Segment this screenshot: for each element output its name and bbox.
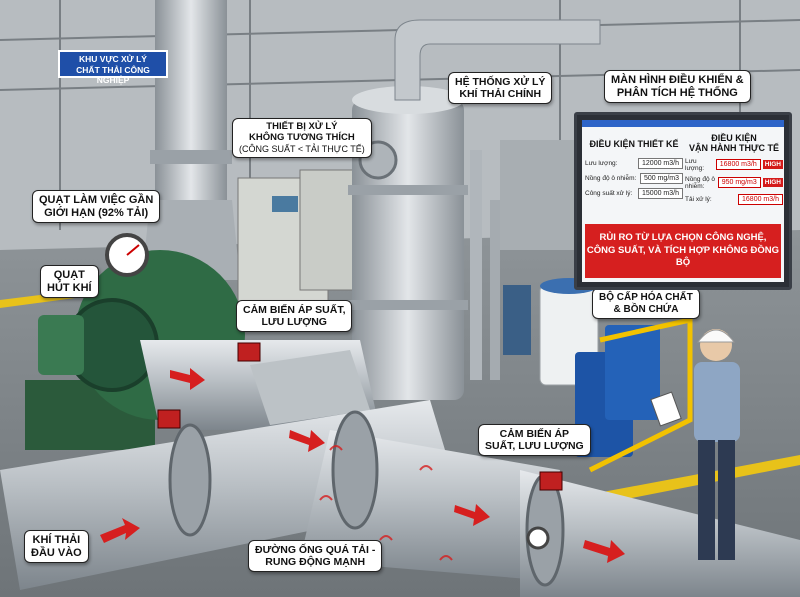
blue-drum [605, 325, 660, 420]
row-label: Nồng độ ô nhiễm: [585, 174, 637, 182]
actual-row: Tải xử lý: 16800 m3/h [685, 193, 783, 205]
label-line: CẢM BIẾN ÁP [499, 428, 570, 440]
row-label: Lưu lượng: [585, 159, 618, 167]
row-value: 15000 m3/h [638, 187, 683, 199]
label-line: QUẠT [53, 269, 85, 281]
label-sensor-1: CẢM BIẾN ÁP SUẤT, LƯU LƯỢNG [236, 300, 353, 333]
side-pipe [490, 200, 500, 380]
actual-title: ĐIỀU KIỆN VẬN HÀNH THỰC TẾ [685, 133, 783, 154]
flow-arrow [170, 368, 205, 390]
worker-figure [650, 329, 740, 560]
design-conditions-panel: ĐIỀU KIỆN THIẾT KẾ Lưu lượng: 12000 m3/h… [585, 134, 683, 203]
label-inlet: KHÍ THẢI ĐẦU VÀO [24, 530, 89, 564]
rear-equipment [500, 140, 580, 250]
label-overload-pipe: ĐƯỜNG ỐNG QUÁ TẢI - RUNG ĐỘNG MẠNH [248, 540, 383, 573]
flow-arrow [583, 540, 625, 563]
label-line: MÀN HÌNH ĐIỀU KHIỂN & [611, 74, 744, 86]
label-exhaust-fan: QUẠT HÚT KHÍ [40, 265, 99, 299]
row-value: 12000 m3/h [638, 157, 683, 169]
pipe-flange [331, 410, 379, 530]
label-sensor-2: CẢM BIẾN ÁP SUẤT, LƯU LƯỢNG [478, 424, 591, 457]
label-line: KHÍ THẢI [32, 534, 81, 546]
row-label: Lưu lượng: [685, 157, 705, 172]
label-fan-limit: QUẠT LÀM VIỆC GẦN GIỚI HẠN (92% TẢI) [32, 190, 161, 224]
zone-sign-line: CHẤT THẢI CÔNG NGHIỆP [76, 64, 150, 86]
tower-ring [348, 185, 468, 195]
row-label: Tải xử lý: [685, 195, 712, 203]
pipe-gauge [526, 526, 550, 550]
label-line: LƯU LƯỢNG [261, 316, 327, 329]
actual-title-line: ĐIỀU KIỆN [711, 133, 757, 143]
label-line: KHÍ THẢI CHÍNH [459, 88, 542, 101]
actual-title-line: VẬN HÀNH THỰC TẾ [689, 142, 779, 153]
design-row: Công suất xử lý: 15000 m3/h [585, 187, 683, 199]
risk-line: RỦI RO TỪ LỰA CHỌN CÔNG NGHỆ, [599, 231, 767, 243]
design-row: Lưu lượng: 12000 m3/h [585, 157, 683, 169]
high-badge: HIGH [762, 160, 783, 170]
design-title: ĐIỀU KIỆN THIẾT KẾ [589, 139, 679, 149]
gauge-needle [126, 244, 140, 256]
row-value: 16800 m3/h [715, 159, 761, 171]
duct-collar [150, 150, 232, 164]
outlet-pipe [520, 470, 800, 597]
safety-rail [588, 316, 693, 473]
label-line: ĐƯỜNG ỐNG QUÁ TẢI - [255, 544, 376, 556]
high-badge: HIGH [762, 178, 783, 188]
label-line: BỘ CẤP HÓA CHẤT [599, 292, 693, 303]
label-line: PHÂN TÍCH HỆ THỐNG [616, 86, 738, 99]
top-duct [394, 19, 601, 101]
label-chemical: BỘ CẤP HÓA CHẤT & BỒN CHỨA [592, 288, 700, 319]
label-line: KHÔNG TƯƠNG THÍCH [249, 131, 355, 143]
row-value: 950 mg/m3 [717, 177, 761, 189]
control-monitor: ĐIỀU KIỆN THIẾT KẾ Lưu lượng: 12000 m3/h… [574, 112, 792, 290]
side-pipe [470, 150, 482, 380]
row-label: Công suất xử lý: [585, 189, 633, 197]
label-line: ĐẦU VÀO [31, 546, 82, 559]
actual-conditions-panel: ĐIỀU KIỆN VẬN HÀNH THỰC TẾ Lưu lượng: 16… [685, 133, 783, 209]
zone-sign: KHU VỰC XỬ LÝ CHẤT THẢI CÔNG NGHIỆP [58, 50, 168, 85]
label-line: GIỚI HẠN (92% TẢI) [44, 206, 149, 219]
flow-arrows [100, 368, 625, 563]
flow-arrow [100, 518, 140, 543]
flow-arrow [454, 504, 490, 526]
label-monitor-title: MÀN HÌNH ĐIỀU KHIỂN & PHÂN TÍCH HỆ THỐNG [604, 70, 751, 104]
label-main-system: HỆ THỐNG XỬ LÝ KHÍ THẢI CHÍNH [448, 72, 553, 105]
monitor-screen: ĐIỀU KIỆN THIẾT KẾ Lưu lượng: 12000 m3/h… [582, 120, 784, 282]
pipe-to-tower [250, 350, 370, 425]
fan-motor [38, 315, 84, 375]
pipe-flange [168, 423, 212, 537]
flow-sensor [539, 471, 563, 491]
label-line: RUNG ĐỘNG MẠNH [265, 556, 366, 569]
dosing-pump [503, 285, 531, 355]
label-line: QUẠT LÀM VIỆC GẦN [39, 194, 154, 206]
flow-sensor [157, 409, 181, 429]
label-line: HÚT KHÍ [47, 281, 92, 294]
flow-sensor [237, 342, 261, 362]
label-line: THIẾT BỊ XỬ LÝ [266, 121, 338, 132]
risk-line: CÔNG SUẤT, VÀ TÍCH HỢP KHÔNG ĐỒNG BỘ [586, 244, 780, 269]
row-value: 500 mg/m3 [639, 172, 683, 184]
label-line: SUẤT, LƯU LƯỢNG [485, 440, 584, 453]
row-label: Nồng độ ô nhiễm: [685, 175, 715, 190]
label-line: CẢM BIẾN ÁP SUẤT, [243, 304, 346, 316]
cabinet-display [272, 196, 298, 212]
label-line: (CÔNG SUẤT < TẢI THỰC TẾ) [239, 143, 365, 154]
screen-titlebar [582, 120, 784, 127]
vibration-marks [319, 445, 453, 561]
label-line: & BỒN CHỨA [613, 303, 679, 315]
flow-arrow [289, 430, 325, 452]
risk-banner: RỦI RO TỪ LỰA CHỌN CÔNG NGHỆ, CÔNG SUẤT,… [585, 224, 781, 278]
label-incompatible: THIẾT BỊ XỬ LÝ KHÔNG TƯƠNG THÍCH (CÔNG S… [232, 118, 372, 159]
zone-sign-line: KHU VỰC XỬ LÝ [79, 54, 147, 64]
tower-ring [348, 300, 468, 310]
design-row: Nồng độ ô nhiễm: 500 mg/m3 [585, 172, 683, 184]
row-value: 16800 m3/h [738, 193, 783, 205]
label-line: HỆ THỐNG XỬ LÝ [455, 76, 546, 88]
